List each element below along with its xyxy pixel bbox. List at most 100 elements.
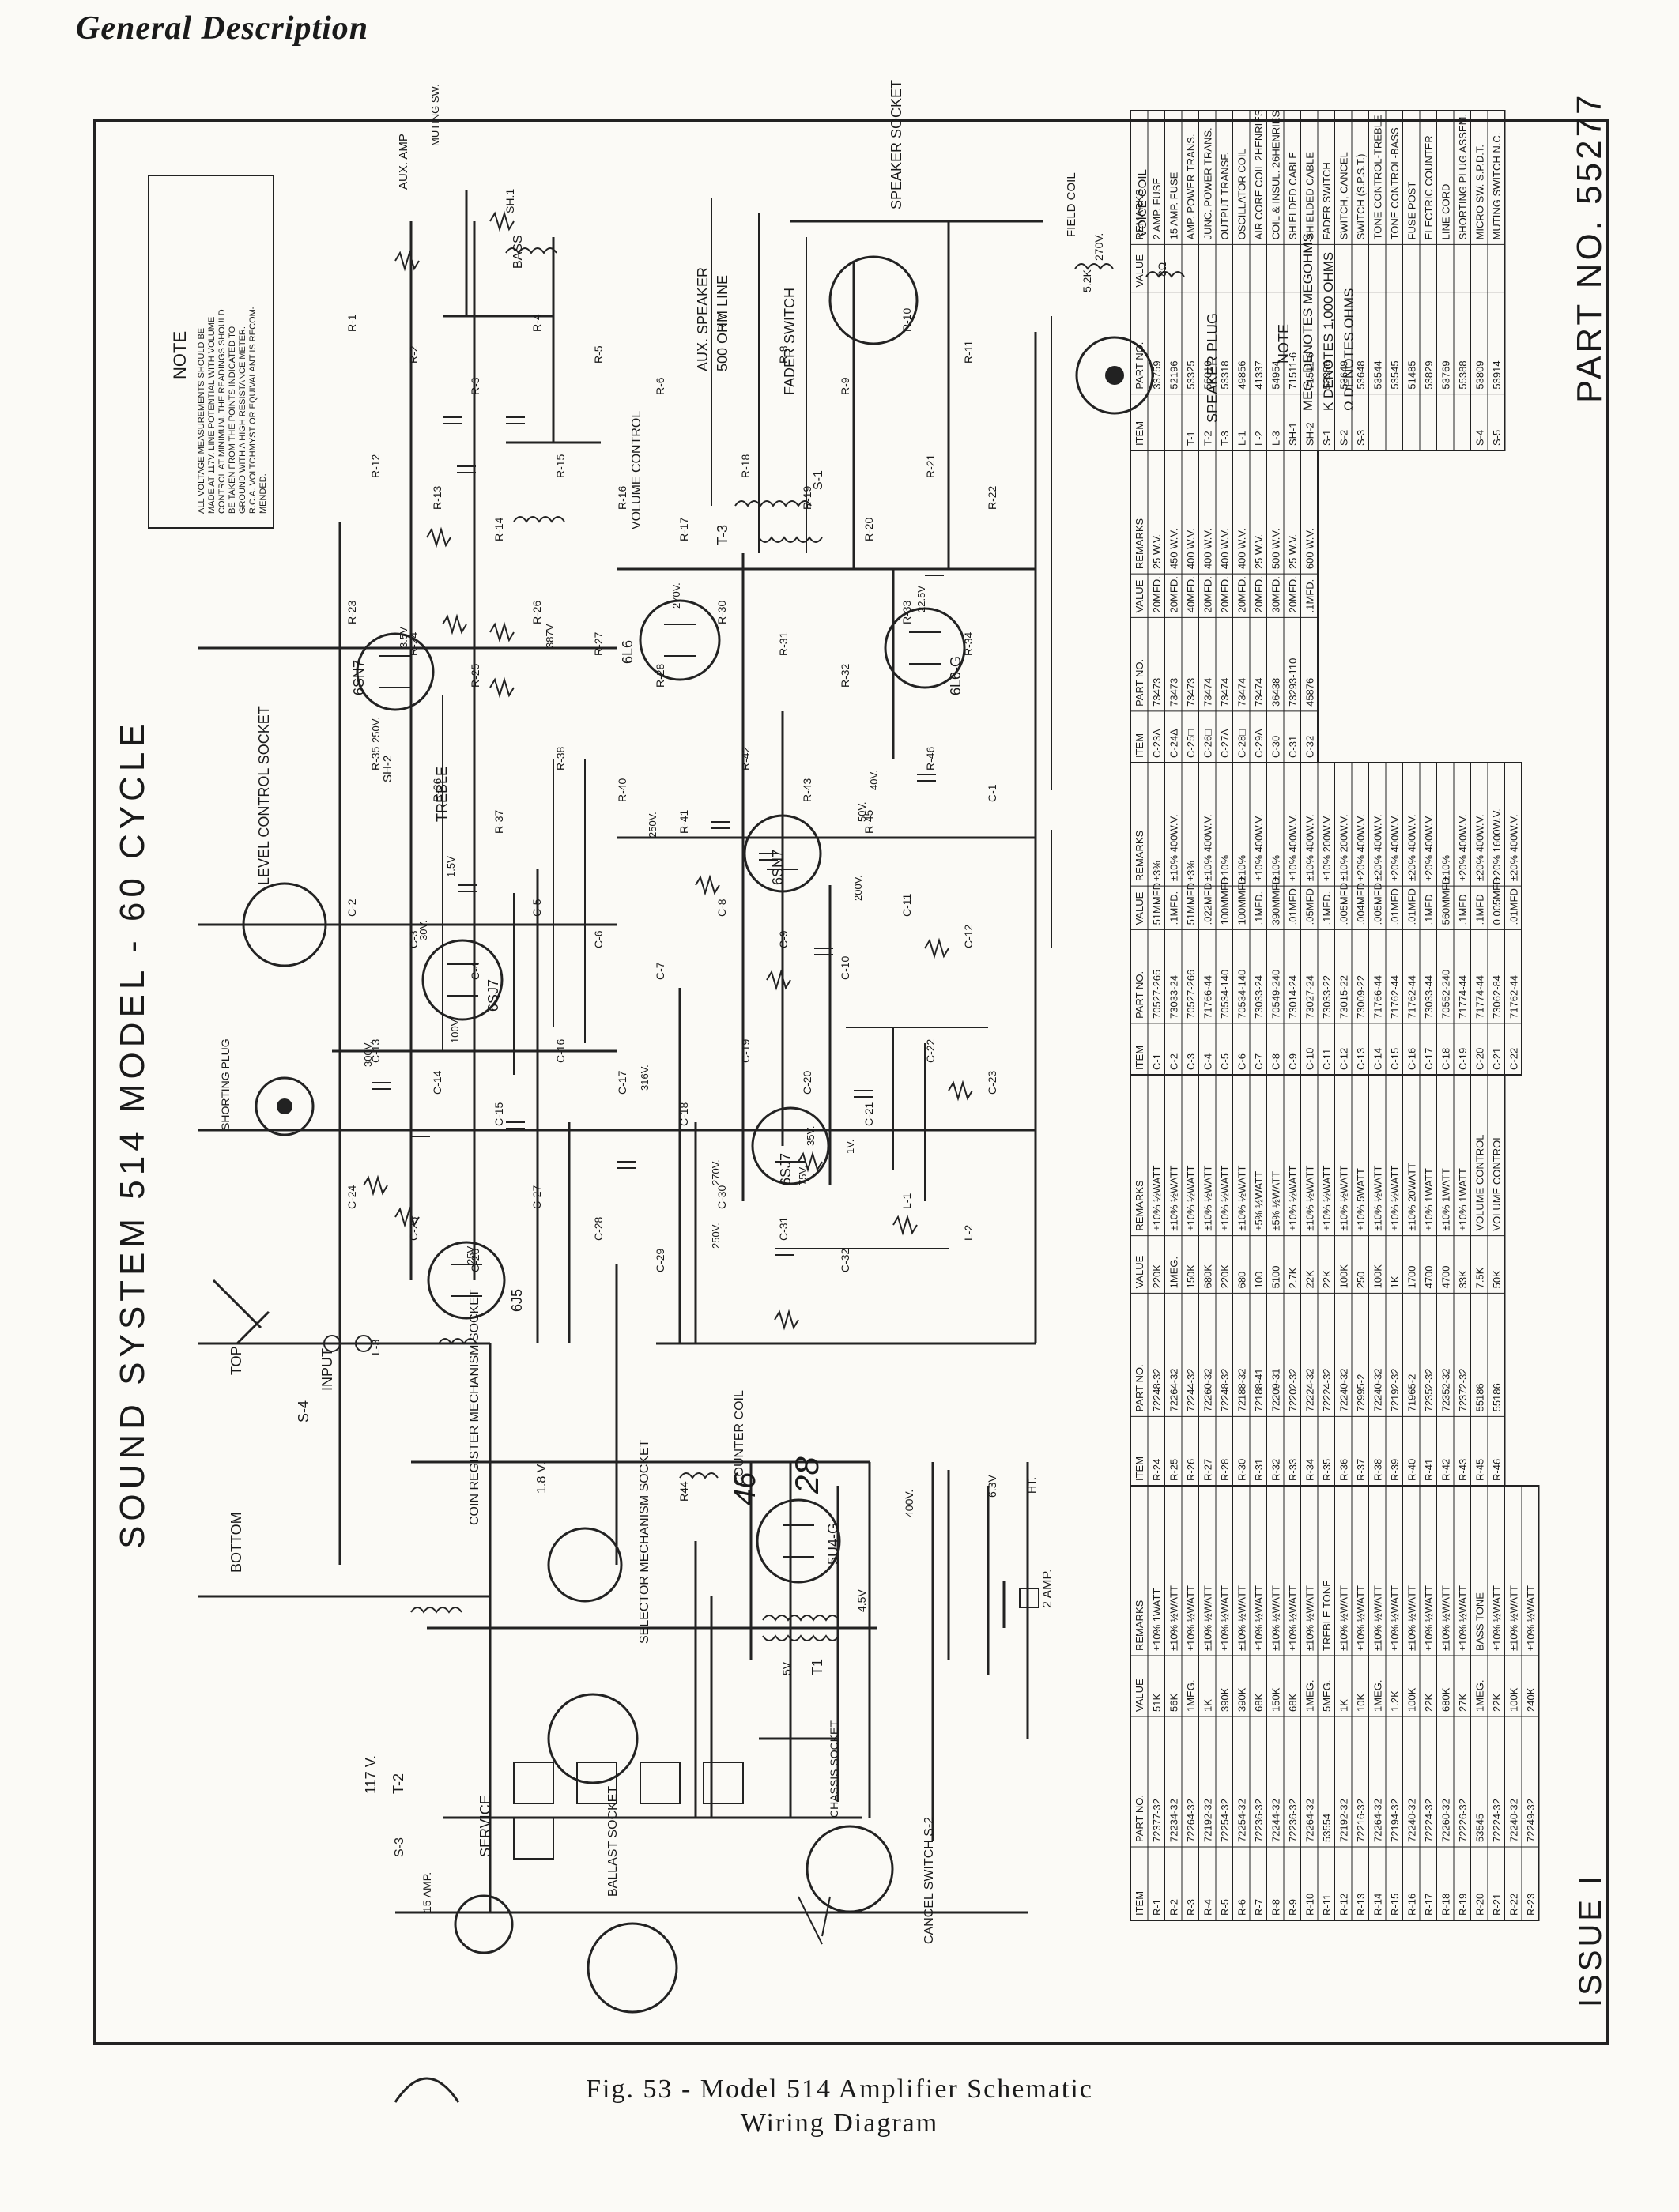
table-cell: 54954: [1270, 360, 1282, 389]
label-s4: S-4: [296, 1400, 311, 1423]
table-cell: ±10% 400W.V.: [1304, 814, 1316, 881]
table-cell: 70552-240: [1440, 970, 1452, 1019]
component-ref: C-15: [492, 1102, 505, 1126]
label-voice-coil: VOICE COIL: [1136, 169, 1149, 237]
table-cell: 49856: [1236, 360, 1248, 389]
table-cell: 4700: [1440, 1265, 1452, 1288]
table-cell: R-4: [1202, 1899, 1214, 1916]
label-counter-coil: COUNTER COIL: [733, 1390, 746, 1486]
table-cell: R-19: [1457, 1894, 1469, 1916]
table-cell: ±10% 400W.V.: [1202, 814, 1214, 881]
component-ref: C-16: [554, 1038, 567, 1063]
component-ref: R-23: [345, 600, 358, 624]
table-cell: R-2: [1168, 1899, 1180, 1916]
table-cell: 7.5K: [1474, 1267, 1486, 1288]
table-cell: ±20% 400W.V.: [1474, 814, 1486, 881]
component-ref: R-30: [715, 600, 728, 624]
table-cell: .022MFD: [1202, 883, 1214, 925]
component-ref: R-46: [924, 746, 937, 771]
table-cell: ±10% ½WATT: [1355, 1585, 1367, 1651]
table-cell: C-4: [1202, 1053, 1214, 1070]
label-selector-mech: SELECTOR MECHANISM SOCKET: [638, 1439, 651, 1644]
table-cell: R-43: [1457, 1459, 1469, 1481]
table-cell: 72254-32: [1236, 1799, 1248, 1842]
table-cell: 72352-32: [1440, 1368, 1452, 1411]
table-cell: 72224-32: [1321, 1368, 1333, 1411]
label-ballast-socket: BALLAST SOCKET: [606, 1786, 620, 1897]
table-cell: R-8: [1270, 1899, 1282, 1916]
table-header: REMARKS: [1134, 1600, 1145, 1651]
table-cell: VOLUME CONTROL: [1491, 1135, 1503, 1231]
component-ref: R-18: [739, 454, 752, 478]
table-cell: 250: [1355, 1272, 1367, 1289]
component-ref: R-17: [677, 517, 690, 541]
label-level-control-socket: LEVEL CONTROL SOCKET: [256, 706, 272, 885]
table-cell: 150K: [1270, 1687, 1282, 1712]
component-ref: R-7: [715, 314, 728, 332]
table-cell: MUTING SWITCH N.C.: [1491, 133, 1503, 240]
table-cell: 1700: [1406, 1265, 1418, 1288]
table-cell: R-38: [1372, 1459, 1384, 1481]
component-ref: R-38: [554, 746, 567, 771]
table-cell: R-45: [1474, 1459, 1486, 1481]
table-cell: 680K: [1440, 1687, 1452, 1712]
note-title: NOTE: [170, 331, 190, 379]
table-cell: 72248-32: [1151, 1368, 1163, 1411]
table-cell: 73474: [1253, 678, 1265, 707]
table-cell: 71766-44: [1372, 975, 1384, 1019]
table-cell: R-11: [1321, 1894, 1333, 1916]
component-ref: R-32: [839, 663, 851, 688]
voltage-label: 100V: [449, 1019, 461, 1043]
table-cell: .005MFD: [1338, 883, 1350, 925]
table-cell: 680K: [1202, 1264, 1214, 1289]
table-cell: C-13: [1355, 1048, 1367, 1070]
table-cell: ±10% ½WATT: [1287, 1585, 1299, 1651]
table-cell: 400 W.V.: [1219, 529, 1231, 570]
table-cell: 20MFD.: [1219, 576, 1231, 612]
component-ref: L-1: [900, 1193, 913, 1209]
table-header: ITEM: [1134, 733, 1145, 758]
table-cell: 72995-2: [1355, 1374, 1367, 1412]
table-cell: C-29Δ: [1253, 729, 1265, 758]
service-block-4: [703, 1762, 744, 1804]
component-ref: C-10: [839, 955, 851, 980]
table-cell: ±10% ½WATT: [1287, 1166, 1299, 1231]
table-cell: SWITCH, CANCEL: [1338, 152, 1350, 239]
table-cell: BASS TONE: [1474, 1592, 1486, 1651]
table-cell: ±10% ½WATT: [1168, 1585, 1180, 1651]
table-cell: R-30: [1236, 1459, 1248, 1481]
voltage-label: 25V.: [465, 1244, 477, 1264]
component-ref: R-35: [369, 746, 382, 771]
table-cell: R-7: [1253, 1899, 1265, 1916]
tube-label: 6SN7: [351, 660, 367, 695]
voltage-label: 200V.: [852, 875, 864, 901]
coin-register-socket: [547, 1527, 623, 1603]
table-cell: ±10%: [1270, 855, 1282, 882]
component-ref: R-16: [616, 485, 628, 510]
table-cell: ±10% ½WATT: [1457, 1585, 1469, 1651]
table-cell: R-26: [1185, 1459, 1197, 1481]
component-ref: C-13: [369, 1038, 382, 1063]
table-cell: SHIELDED CABLE: [1304, 152, 1316, 240]
table-cell: R-17: [1423, 1894, 1435, 1916]
table-cell: 72264-32: [1168, 1368, 1180, 1411]
component-ref: C-19: [739, 1038, 752, 1063]
table-cell: 71965-2: [1406, 1374, 1418, 1412]
table-cell: 72224-32: [1491, 1799, 1503, 1842]
table-cell: R-41: [1423, 1459, 1435, 1481]
table-cell: ±10%: [1219, 855, 1231, 882]
table-cell: 25 W.V.: [1253, 534, 1265, 569]
capacitor-symbols: [372, 416, 944, 1256]
table-cell: 20MFD.: [1202, 576, 1214, 612]
table-cell: R-14: [1372, 1894, 1384, 1916]
table-cell: 72240-32: [1372, 1368, 1384, 1411]
table-cell: 22K: [1304, 1270, 1316, 1288]
table-cell: SH-2: [1304, 422, 1316, 446]
component-ref: R-13: [431, 485, 443, 510]
table-cell: 220K: [1151, 1264, 1163, 1289]
component-ref: R-20: [862, 517, 875, 541]
note-line: ALL VOLTAGE MEASUREMENTS SHOULD BE: [197, 328, 206, 514]
